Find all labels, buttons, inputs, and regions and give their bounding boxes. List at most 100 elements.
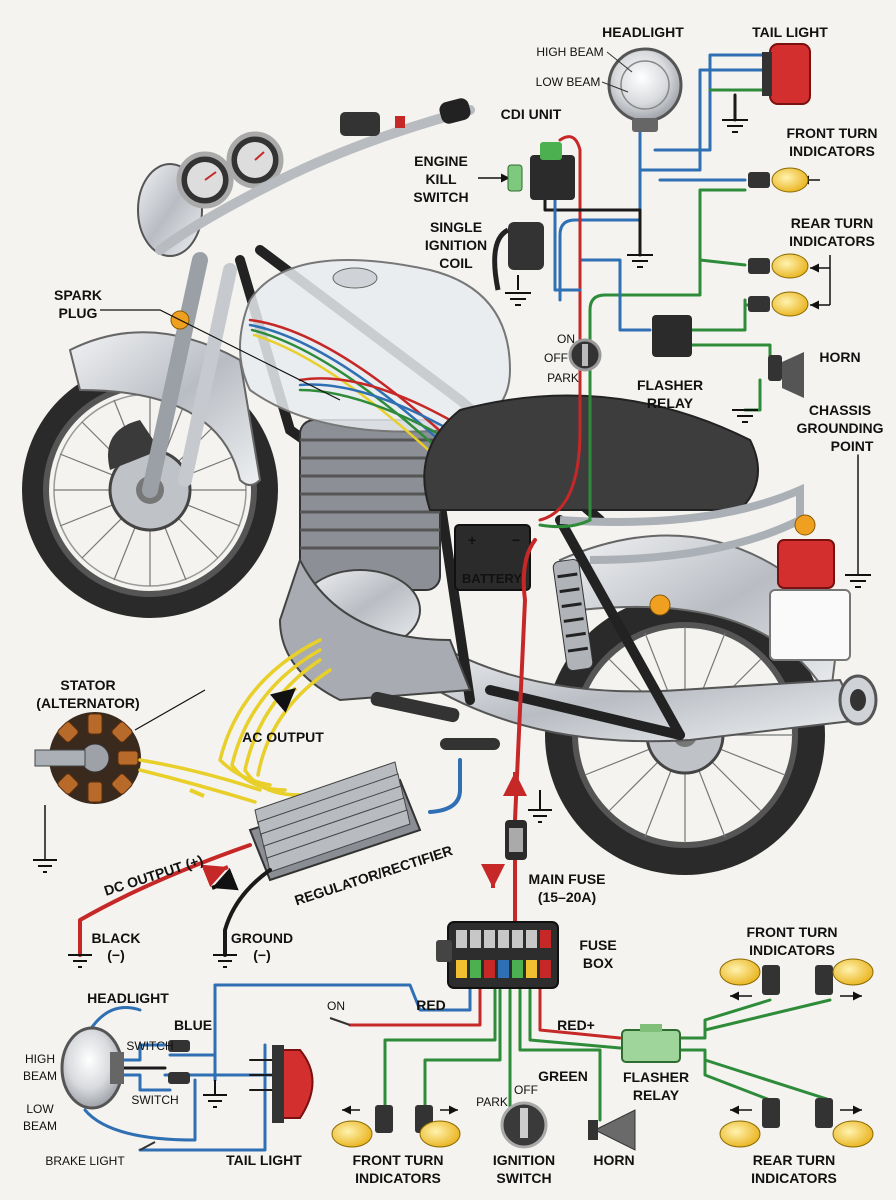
handlebar bbox=[155, 105, 475, 255]
label-low-beam-2: BEAM bbox=[23, 1119, 57, 1133]
label-ac-output: AC OUTPUT bbox=[242, 729, 324, 745]
switch-2-icon bbox=[168, 1072, 190, 1084]
lower-components bbox=[60, 921, 874, 1151]
lower-schematic-wires bbox=[83, 983, 832, 1152]
label-ground-1: GROUND bbox=[231, 930, 293, 946]
rear-turn-right-icon-2 bbox=[815, 1098, 874, 1148]
label-rear-turn-bottom-2: INDICATORS bbox=[751, 1170, 837, 1186]
switch-1-icon bbox=[168, 1040, 190, 1052]
label-stator-1: STATOR bbox=[60, 677, 115, 693]
label-front-turn-top-1: FRONT TURN bbox=[787, 125, 878, 141]
label-key-park: PARK bbox=[547, 371, 579, 385]
label-switch-1: SWITCH bbox=[126, 1039, 173, 1053]
label-front-turn-bottom-2: INDICATORS bbox=[355, 1170, 441, 1186]
label-single-coil-1: SINGLE bbox=[430, 219, 482, 235]
label-low-beam-1: LOW bbox=[26, 1102, 54, 1116]
label-high-beam-2: BEAM bbox=[23, 1069, 57, 1083]
battery-plus-label: + bbox=[468, 532, 476, 548]
ignition-key-top-icon bbox=[568, 338, 602, 372]
upper-labels: HEADLIGHT HIGH BEAM LOW BEAM TAIL LIGHT … bbox=[54, 24, 884, 454]
label-main-fuse-1: MAIN FUSE bbox=[529, 871, 606, 887]
battery-label: BATTERY bbox=[462, 571, 522, 586]
label-tail-light-bottom: TAIL LIGHT bbox=[226, 1152, 302, 1168]
label-black-1: BLACK bbox=[92, 930, 141, 946]
front-turn-right-icon-1 bbox=[719, 958, 780, 995]
label-high-beam-1: HIGH bbox=[25, 1052, 55, 1066]
label-fuse-box-1: FUSE bbox=[579, 937, 616, 953]
label-ignition-1: IGNITION bbox=[493, 1152, 555, 1168]
rear-turn-top-icon-1 bbox=[748, 253, 809, 279]
label-stator-2: (ALTERNATOR) bbox=[36, 695, 139, 711]
label-chassis-1: CHASSIS bbox=[809, 402, 871, 418]
battery: BATTERY + − bbox=[454, 524, 531, 591]
label-black-2: (−) bbox=[107, 947, 125, 963]
lower-labels: FUSE BOX HEADLIGHT BLUE ON RED RED+ SWIT… bbox=[23, 924, 838, 1186]
front-turn-bottom-icon-1 bbox=[331, 1105, 393, 1148]
horn-top-icon bbox=[768, 352, 804, 398]
rear-tail-light bbox=[777, 539, 835, 589]
direction-arrows bbox=[342, 991, 862, 1115]
gauges bbox=[176, 131, 284, 209]
ac-wires bbox=[138, 638, 332, 804]
label-horn-bottom: HORN bbox=[593, 1152, 634, 1168]
headlight-top-icon bbox=[601, 47, 683, 132]
label-main-fuse-2: (15–20A) bbox=[538, 889, 596, 905]
rear-shock bbox=[552, 559, 594, 671]
tail-light-top-icon bbox=[762, 43, 811, 105]
label-switch-2: SWITCH bbox=[131, 1093, 178, 1107]
front-turn-bottom-icon-2 bbox=[415, 1105, 461, 1148]
label-horn-top: HORN bbox=[819, 349, 860, 365]
motorcycle-illustration: BATTERY + − bbox=[22, 98, 878, 875]
tail-light-bottom-icon bbox=[272, 1045, 314, 1123]
fuse-box-icon bbox=[436, 921, 559, 989]
label-red-plus: RED+ bbox=[557, 1017, 595, 1033]
label-flasher-bottom-2: RELAY bbox=[633, 1087, 680, 1103]
label-flasher-bottom-1: FLASHER bbox=[623, 1069, 689, 1085]
ignition-switch-bottom-icon bbox=[500, 1101, 548, 1149]
label-ignition-2: SWITCH bbox=[496, 1170, 551, 1186]
label-spark-1: SPARK bbox=[54, 287, 102, 303]
label-dc-output: DC OUTPUT (+) bbox=[102, 852, 205, 899]
front-turn-top-icon bbox=[748, 167, 809, 193]
charging-system bbox=[33, 538, 552, 968]
ground-symbols-top bbox=[505, 119, 871, 588]
label-headlight-bottom: HEADLIGHT bbox=[87, 990, 169, 1006]
label-front-turn-top-2: INDICATORS bbox=[789, 143, 875, 159]
label-tail-light-top: TAIL LIGHT bbox=[752, 24, 828, 40]
label-single-coil-3: COIL bbox=[439, 255, 473, 271]
label-engine-kill-1: ENGINE bbox=[414, 153, 468, 169]
regulator-rectifier-icon bbox=[248, 761, 422, 882]
label-red: RED bbox=[416, 997, 446, 1013]
flasher-relay-bottom-icon bbox=[621, 1024, 681, 1063]
headlight-bottom-icon bbox=[60, 1026, 124, 1110]
label-flasher-top-1: FLASHER bbox=[637, 377, 703, 393]
label-high-beam-top: HIGH BEAM bbox=[536, 45, 603, 59]
stator-icon bbox=[33, 689, 206, 873]
label-front-turn-right-1: FRONT TURN bbox=[747, 924, 838, 940]
label-rear-turn-bottom-1: REAR TURN bbox=[753, 1152, 835, 1168]
label-off-bottom: OFF bbox=[514, 1083, 538, 1097]
cdi-unit-icon bbox=[507, 142, 575, 200]
upper-components bbox=[492, 43, 871, 588]
label-front-turn-right-2: INDICATORS bbox=[749, 942, 835, 958]
label-engine-kill-2: KILL bbox=[425, 171, 457, 187]
label-rear-turn-top-2: INDICATORS bbox=[789, 233, 875, 249]
label-green: GREEN bbox=[538, 1068, 588, 1084]
label-ground-2: (−) bbox=[253, 947, 271, 963]
label-fuse-box-2: BOX bbox=[583, 955, 614, 971]
engine bbox=[278, 419, 472, 702]
label-front-turn-bottom-1: FRONT TURN bbox=[353, 1152, 444, 1168]
label-flasher-top-2: RELAY bbox=[647, 395, 694, 411]
battery-minus-label: − bbox=[512, 532, 520, 548]
label-park-bottom: PARK bbox=[476, 1095, 508, 1109]
label-cdi-unit: CDI UNIT bbox=[501, 106, 562, 122]
label-single-coil-2: IGNITION bbox=[425, 237, 487, 253]
label-rear-turn-top-1: REAR TURN bbox=[791, 215, 873, 231]
label-key-on: ON bbox=[557, 332, 575, 346]
label-engine-kill-3: SWITCH bbox=[413, 189, 468, 205]
tank-harness bbox=[248, 318, 452, 472]
label-on-bottom: ON bbox=[327, 999, 345, 1013]
label-key-off: OFF bbox=[544, 351, 568, 365]
label-blue: BLUE bbox=[174, 1017, 212, 1033]
